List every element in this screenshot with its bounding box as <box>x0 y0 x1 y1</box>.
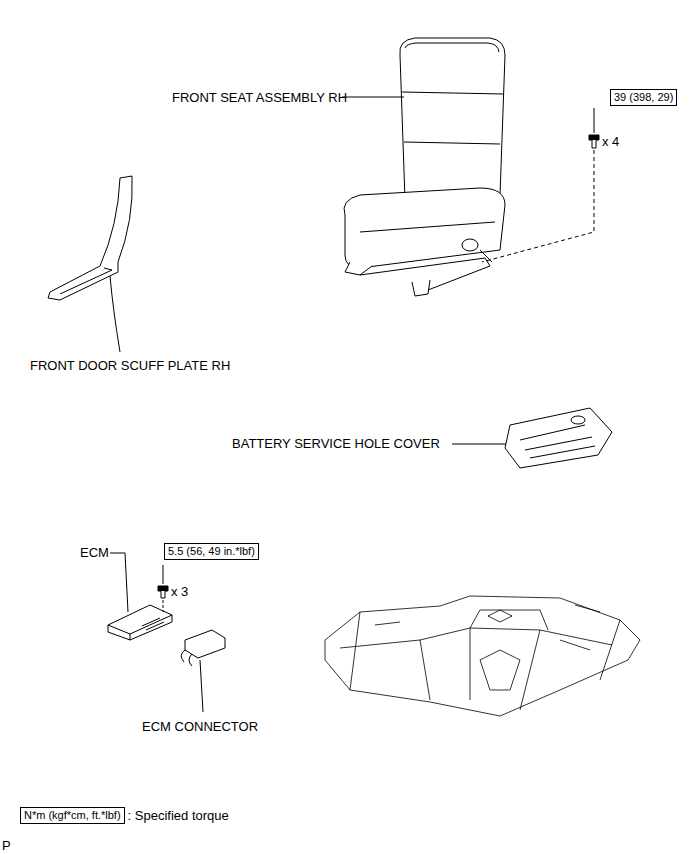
part-name: FRONT DOOR SCUFF PLATE RH <box>30 358 230 373</box>
part-name: FRONT SEAT ASSEMBLY RH <box>172 90 347 105</box>
torque-value: 5.5 (56, 49 in.*lbf) <box>168 545 255 557</box>
scuff-plate-illustration <box>48 176 132 300</box>
leader-line <box>482 150 594 262</box>
vehicle-body-illustration <box>325 596 640 716</box>
bolt-symbol <box>158 586 168 598</box>
seat-illustration <box>344 38 505 296</box>
part-name: BATTERY SERVICE HOLE COVER <box>232 436 440 451</box>
leader-line <box>163 600 164 612</box>
leader-line <box>594 108 595 133</box>
battery-cover-illustration <box>505 408 612 468</box>
bolt-symbol <box>589 135 599 148</box>
torque-value: 39 (398, 29) <box>614 91 673 103</box>
leader-line <box>110 276 120 352</box>
connector-illustration <box>181 630 225 666</box>
torque-box: N*m (kgf*cm, ft.*lbf) <box>20 807 125 824</box>
leader-line <box>163 565 164 584</box>
page-mark: P <box>2 838 11 853</box>
ecm-illustration <box>108 605 172 640</box>
leader-line <box>110 553 128 612</box>
part-name: ECM CONNECTOR <box>142 719 258 734</box>
part-name: ECM <box>80 545 109 560</box>
torque-value: N*m (kgf*cm, ft.*lbf) <box>24 809 121 821</box>
leader-line <box>452 444 506 445</box>
leader-line <box>200 660 203 712</box>
quantity-label: x 3 <box>171 584 188 599</box>
torque-box: 5.5 (56, 49 in.*lbf) <box>164 543 259 560</box>
leader-line <box>342 97 404 98</box>
quantity-label: x 4 <box>602 134 619 149</box>
torque-box: 39 (398, 29) <box>610 89 677 106</box>
legend-text: : Specified torque <box>128 808 229 823</box>
